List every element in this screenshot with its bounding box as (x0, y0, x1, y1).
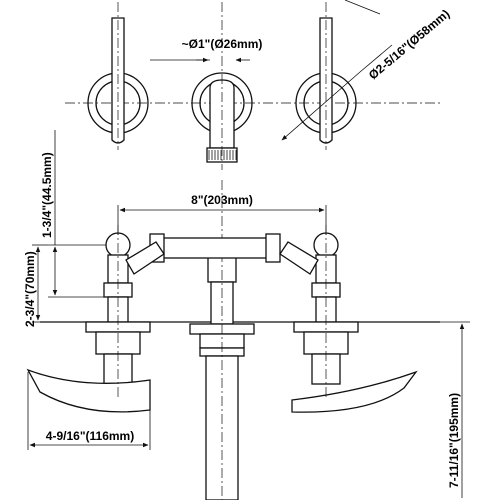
left-handle-front-view (26, 225, 165, 413)
rosette-diameter-label: Ø2-5/16"(Ø58mm) (366, 7, 452, 83)
right-handle-front-view (279, 225, 418, 413)
top-view (65, 0, 440, 170)
right-handle-top-view (281, 0, 393, 150)
lever-length-dimension (27, 372, 151, 450)
spout-front-view (189, 180, 255, 500)
spread-dimension (117, 205, 327, 235)
handle-height-label: 1-3/4"(44.5mm) (40, 152, 54, 238)
valve-height-label: 2-3/4"(70mm) (23, 251, 37, 327)
left-handle-top-view (87, 2, 149, 150)
spout-diameter-label: ~Ø1"(Ø26mm) (182, 37, 263, 51)
lever-length-label: 4-9/16"(116mm) (46, 429, 134, 443)
bridge (149, 233, 281, 263)
handle-height-dimension (48, 130, 106, 298)
spout-top-view (191, 2, 253, 170)
valve-body-length-dimension (358, 321, 470, 498)
valve-body-length-label: 7-11/16"(195mm) (447, 393, 461, 488)
handle-spread-label: 8"(203mm) (191, 193, 253, 207)
front-view (26, 130, 470, 500)
aerator-hatch (208, 150, 237, 160)
valve-height-dimension (32, 244, 48, 323)
